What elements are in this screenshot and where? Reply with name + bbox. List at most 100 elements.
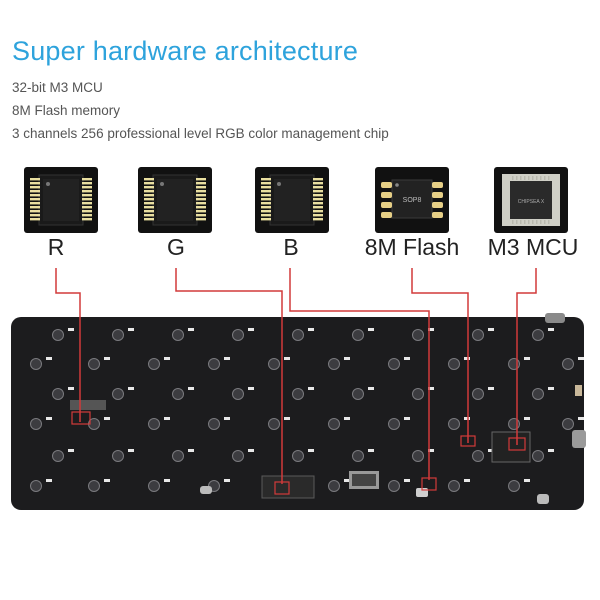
switch-hole: [208, 418, 220, 430]
switch-hole: [88, 358, 100, 370]
led-pad: [248, 387, 254, 390]
led-pad: [464, 357, 470, 360]
led-pad: [284, 357, 290, 360]
led-pad: [578, 417, 584, 420]
switch-hole: [532, 329, 544, 341]
switch-hole: [448, 358, 460, 370]
switch-hole: [88, 480, 100, 492]
switch-hole: [472, 329, 484, 341]
switch-hole: [172, 450, 184, 462]
led-pad: [188, 449, 194, 452]
switch-hole: [448, 480, 460, 492]
connector: [575, 385, 582, 396]
chip-label-g: G: [167, 234, 185, 260]
led-pad: [128, 387, 134, 390]
svg-text:CHIPSEA X: CHIPSEA X: [518, 199, 545, 205]
led-pad: [164, 479, 170, 482]
switch-hole: [172, 388, 184, 400]
leader-line-r: [55, 268, 81, 422]
spec-line-flash: 8M Flash memory: [12, 103, 121, 118]
switch-hole: [352, 450, 364, 462]
leader-line-g: [175, 268, 283, 484]
switch-hole: [448, 418, 460, 430]
led-pad: [578, 357, 584, 360]
chip-label-b: B: [283, 234, 299, 260]
switch-hole: [352, 329, 364, 341]
led-pad: [68, 328, 74, 331]
g-ic-icon: [144, 174, 206, 226]
switch-hole: [232, 450, 244, 462]
led-pad: [46, 479, 52, 482]
switch-hole: [292, 450, 304, 462]
led-pad: [68, 449, 74, 452]
switch-hole: [388, 358, 400, 370]
led-pad: [164, 417, 170, 420]
switch-hole: [112, 388, 124, 400]
led-pad: [488, 328, 494, 331]
switch-hole: [328, 480, 340, 492]
led-pad: [404, 357, 410, 360]
switch-hole: [562, 418, 574, 430]
led-pad: [104, 417, 110, 420]
led-pad: [46, 357, 52, 360]
led-pad: [428, 387, 434, 390]
led-pad: [164, 357, 170, 360]
led-pad: [344, 417, 350, 420]
led-pad: [404, 479, 410, 482]
led-pad: [548, 449, 554, 452]
switch-hole: [112, 450, 124, 462]
switch-hole: [412, 450, 424, 462]
led-pad: [46, 417, 52, 420]
switch-hole: [328, 358, 340, 370]
switch-hole: [232, 388, 244, 400]
switch-hole: [532, 450, 544, 462]
switch-hole: [562, 358, 574, 370]
switch-hole: [508, 358, 520, 370]
led-pad: [128, 328, 134, 331]
switch-hole: [112, 329, 124, 341]
switch-hole: [352, 388, 364, 400]
led-pad: [524, 357, 530, 360]
led-pad: [368, 449, 374, 452]
side-tab: [572, 430, 586, 448]
led-pad: [284, 417, 290, 420]
led-pad: [488, 449, 494, 452]
led-pad: [104, 357, 110, 360]
switch-hole: [292, 388, 304, 400]
switch-hole: [328, 418, 340, 430]
target-markers: [71, 411, 526, 495]
led-pad: [428, 449, 434, 452]
led-pad: [224, 357, 230, 360]
led-pad: [308, 328, 314, 331]
switch-hole: [148, 358, 160, 370]
leader-lines: [55, 268, 537, 484]
switch-hole: [508, 480, 520, 492]
led-pad: [104, 479, 110, 482]
led-pad: [524, 417, 530, 420]
led-pad: [428, 328, 434, 331]
switch-hole: [472, 450, 484, 462]
switch-hole: [148, 480, 160, 492]
chip-label-flash: 8M Flash: [364, 234, 460, 260]
svg-text:SOP8: SOP8: [403, 197, 422, 204]
switch-hole: [268, 418, 280, 430]
led-pad: [188, 387, 194, 390]
b-ic-icon: [261, 174, 323, 226]
switch-hole: [268, 358, 280, 370]
spec-line-rgb: 3 channels 256 professional level RGB co…: [12, 126, 389, 141]
switch-hole: [388, 480, 400, 492]
chip-label-mcu: M3 MCU: [487, 234, 579, 260]
led-pad: [464, 479, 470, 482]
led-pad: [368, 328, 374, 331]
switch-hole: [172, 329, 184, 341]
led-pad: [308, 387, 314, 390]
led-pad: [344, 357, 350, 360]
led-pad: [548, 387, 554, 390]
led-pad: [548, 328, 554, 331]
led-pad: [524, 479, 530, 482]
led-pad: [344, 479, 350, 482]
switch-hole: [388, 418, 400, 430]
switch-hole: [208, 358, 220, 370]
flash-chip-icon: SOP8: [381, 179, 443, 219]
